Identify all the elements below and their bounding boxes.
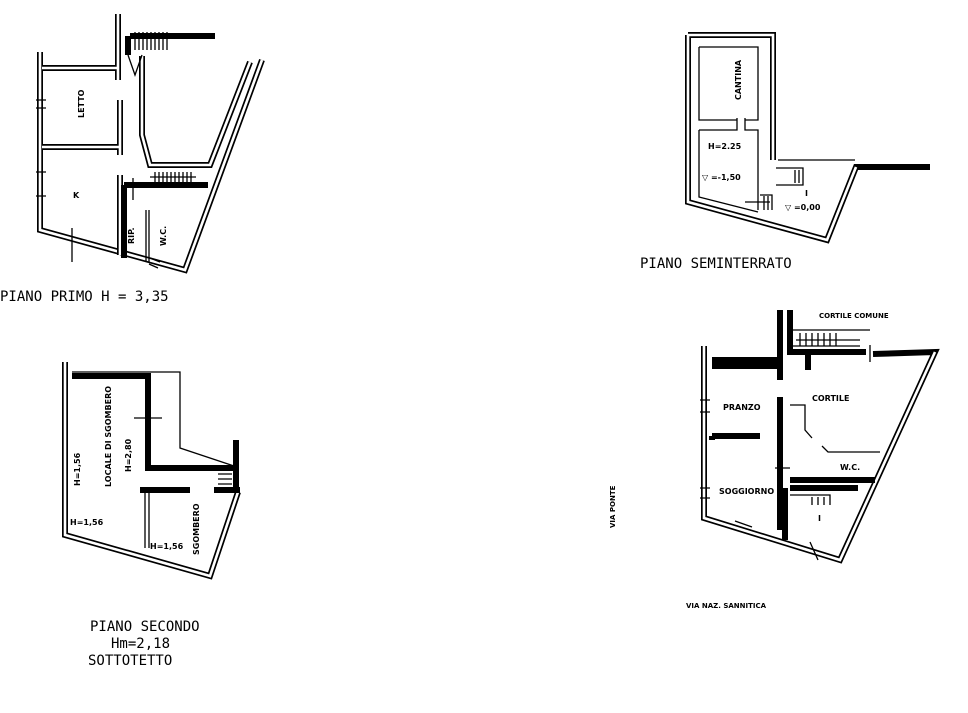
plan-piano-secondo: LOCALE DI SGOMBERO H=2,80 H=1,56 H=1,56 …: [62, 362, 241, 669]
walls: [685, 32, 930, 244]
room-label-i: I: [805, 189, 808, 198]
room-label-pranzo: PRANZO: [723, 403, 761, 412]
walls: [62, 362, 241, 580]
height-label-left: H=1,56: [73, 452, 82, 486]
room-label-cantina: CANTINA: [734, 59, 743, 100]
area-label-cortile: CORTILE: [812, 394, 849, 403]
height-label-bottom: H=1,56: [70, 518, 104, 527]
room-label-soggiorno: SOGGIORNO: [719, 487, 774, 496]
plan-caption-piano-primo: PIANO PRIMO H = 3,35: [0, 289, 169, 305]
plan-piano-seminterrato: CANTINA H=2.25 ▽ =-1,50 I ▽ =0,00 PIANO …: [640, 32, 930, 272]
walls: [36, 14, 265, 274]
plan-caption-piano-seminterrato: PIANO SEMINTERRATO: [640, 256, 792, 272]
room-label-k: K: [73, 191, 80, 200]
street-label-via-sannitica: VIA NAZ. SANNITICA: [686, 602, 767, 610]
height-label-sgombero: H=1,56: [150, 542, 184, 551]
level-label-zero: ▽ =0,00: [785, 203, 821, 212]
walls: [700, 310, 940, 564]
area-label-cortile-comune: CORTILE COMUNE: [819, 312, 889, 320]
plan-piano-primo: LETTO K RIP. W.C. PIANO PRIMO H = 3,35: [0, 14, 265, 305]
plan-caption-piano-secondo: PIANO SECONDO: [90, 619, 200, 635]
street-label-via-ponte: VIA PONTE: [609, 485, 617, 528]
plan-caption-sottotetto: SOTTOTETTO: [88, 653, 172, 669]
room-label-locale-di-sgombero: LOCALE DI SGOMBERO: [104, 386, 113, 487]
plan-caption-height: Hm=2,18: [111, 636, 170, 652]
room-label-letto: LETTO: [77, 89, 86, 118]
room-label-rip: RIP.: [127, 227, 136, 244]
height-label-locale: H=2,80: [124, 438, 133, 472]
room-label-i: I: [818, 514, 821, 523]
height-label: H=2.25: [708, 142, 742, 151]
plan-piano-terra: CORTILE COMUNE CORTILE PRANZO W.C. SOGGI…: [609, 310, 940, 610]
room-label-wc: W.C.: [840, 463, 860, 472]
level-label-low: ▽ =-1,50: [702, 173, 741, 182]
room-label-sgombero: SGOMBERO: [192, 503, 201, 555]
room-label-wc: W.C.: [159, 226, 168, 246]
